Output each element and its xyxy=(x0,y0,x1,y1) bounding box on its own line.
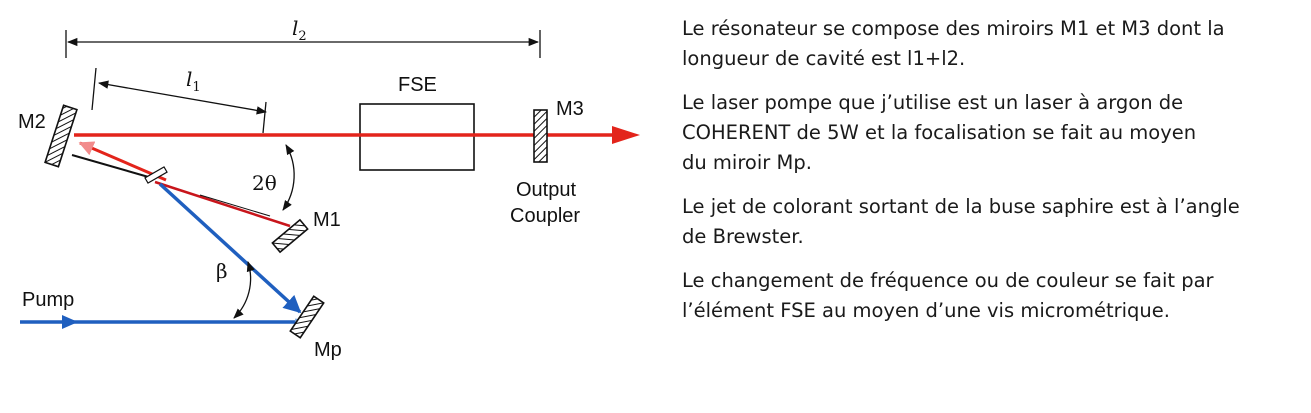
dye-laser-diagram: l2 l1 FSE 2θ β M2 M3 M1 Mp Pump Output C… xyxy=(18,16,640,361)
output-label: Output xyxy=(516,179,576,201)
text-line: longueur de cavité est l1+l2. xyxy=(682,47,966,70)
mirror-m1 xyxy=(271,218,309,254)
mirror-m2 xyxy=(44,104,78,168)
laser-output-arrow xyxy=(612,126,640,144)
paragraph-pump-laser: Le laser pompe que j’utilise est un lase… xyxy=(682,88,1302,178)
mirror-mp xyxy=(289,295,325,339)
pump-focused-beam xyxy=(158,182,302,314)
text-line: Le changement de fréquence ou de couleur… xyxy=(682,269,1214,292)
paragraph-resonator: Le résonateur se compose des miroirs M1 … xyxy=(682,14,1302,74)
fse-label: FSE xyxy=(398,74,437,96)
mp-label: Mp xyxy=(314,339,342,361)
laser-beam-to-m1 xyxy=(154,180,291,228)
paragraph-dye-jet: Le jet de colorant sortant de la buse sa… xyxy=(682,192,1302,252)
text-line: COHERENT de 5W et la focalisation se fai… xyxy=(682,121,1197,144)
coupler-label: Coupler xyxy=(510,205,580,227)
text-line: Le résonateur se compose des miroirs M1 … xyxy=(682,17,1225,40)
m2-black-segment xyxy=(71,154,153,179)
text-line: l’élément FSE au moyen d’une vis micromé… xyxy=(682,299,1170,322)
m2-label: M2 xyxy=(18,111,46,133)
m3-label: M3 xyxy=(556,98,584,120)
fse-element xyxy=(359,103,475,171)
beta-arc xyxy=(233,261,255,319)
text-line: Le jet de colorant sortant de la buse sa… xyxy=(682,195,1240,218)
l1-label: l1 xyxy=(186,67,201,95)
paragraph-fse: Le changement de fréquence ou de couleur… xyxy=(682,266,1302,326)
l1-dimension: l1 xyxy=(91,67,268,134)
two-theta-arc xyxy=(282,144,295,211)
text-line: du miroir Mp. xyxy=(682,151,812,174)
mirror-m3 xyxy=(533,109,548,163)
beta-label: β xyxy=(216,259,228,283)
l2-label: l2 xyxy=(292,16,307,44)
pump-input-arrow xyxy=(62,315,78,329)
pump-label: Pump xyxy=(22,289,74,311)
l2-dimension: l2 xyxy=(65,16,541,58)
text-line: Le laser pompe que j’utilise est un lase… xyxy=(682,91,1184,114)
two-theta-label: 2θ xyxy=(252,171,277,195)
m1-tangent xyxy=(199,194,271,217)
dye-jet xyxy=(144,166,168,184)
description-panel: Le résonateur se compose des miroirs M1 … xyxy=(682,14,1302,340)
text-line: de Brewster. xyxy=(682,225,804,248)
m1-label: M1 xyxy=(313,209,341,231)
